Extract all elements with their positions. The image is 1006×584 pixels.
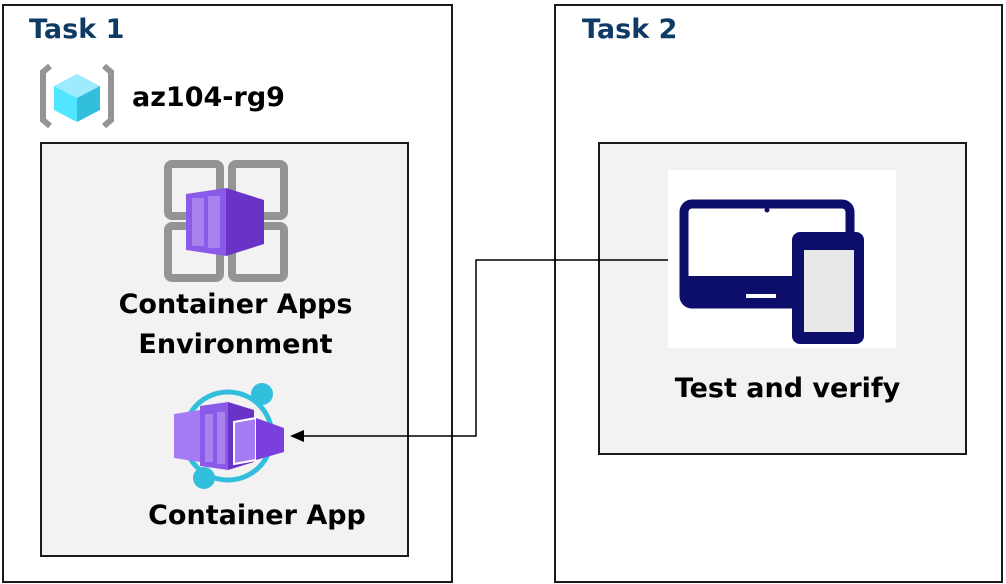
container-app-icon [174,383,284,489]
environment-label-line2: Environment [138,329,333,360]
arrow-icon [290,430,304,442]
test-label: Test and verify [674,373,901,404]
task2-title: Task 2 [582,14,678,45]
task2-panel [554,4,1003,583]
container-app-label: Container App [148,500,366,531]
resource-group-icon [40,63,114,129]
task1-title: Task 1 [29,14,125,45]
container-apps-environment-icon [164,160,288,282]
devices-icon [679,199,864,344]
task1-panel [2,4,453,583]
environment-label-line1: Container Apps [118,289,353,320]
container-apps-environment-box [40,142,409,557]
resource-group-name: az104-rg9 [132,82,285,113]
